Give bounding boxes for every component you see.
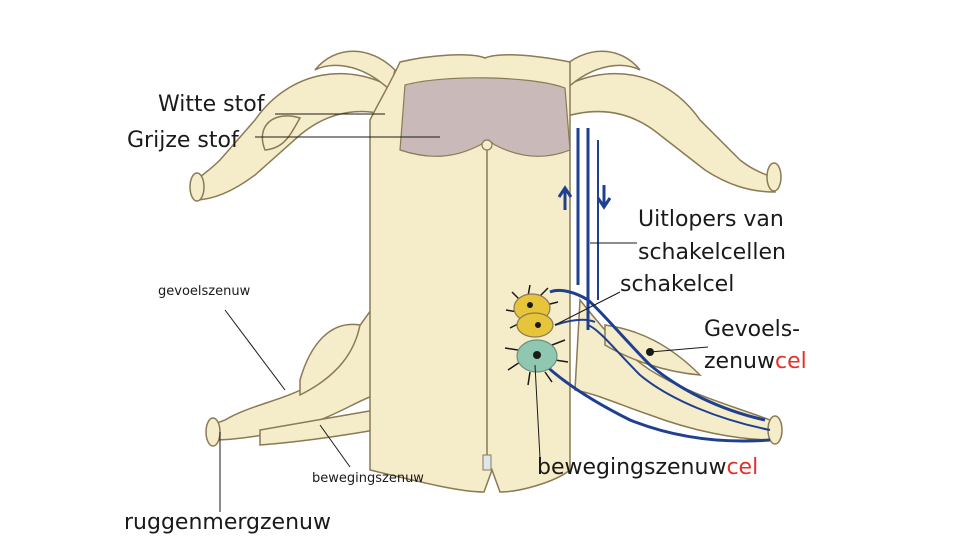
upper-left-nerve-end: [189, 172, 205, 202]
lower-left-motor-branch: [259, 409, 376, 446]
label-uitlopers-line1: Uitlopers van: [638, 207, 784, 232]
label-gevoelszenuwcel-line1: Gevoels-: [704, 317, 801, 342]
motor-neuron: [504, 339, 569, 386]
label-gevoelszenuw: gevoelszenuw: [158, 284, 251, 299]
label-bewegingszenuwcel-base: bewegingszenuw: [537, 455, 727, 480]
leader-bewegingszenuwcel: [534, 364, 541, 459]
up-arrow-icon: [557, 185, 573, 210]
label-bewegingszenuw: bewegingszenuw: [312, 471, 424, 486]
label-gevoelszenuwcel-base: zenuw: [704, 349, 775, 374]
upper-right-nerve-branch: [559, 50, 641, 92]
leader-gevoelszenuwcel: [649, 346, 709, 353]
spinal-cord-column: [369, 54, 571, 493]
label-schakelcel: schakelcel: [620, 272, 735, 297]
label-gevoelszenuwcel-line2: zenuwcel: [704, 349, 807, 374]
leader-gevoelszenuw: [224, 309, 286, 391]
leader-bewegingszenuw: [319, 424, 351, 468]
motor-fiber: [538, 358, 771, 443]
label-gevoelszenuwcel-red: cel: [774, 349, 807, 374]
sensory-fiber: [549, 288, 766, 422]
upper-right-nerve-end: [766, 162, 782, 192]
label-uitlopers-line2: schakelcellen: [638, 240, 786, 265]
upper-left-ganglion: [261, 115, 302, 151]
label-ruggenmergzenuw: ruggenmergzenuw: [124, 510, 331, 535]
lower-right-nerve-end: [767, 415, 783, 445]
leader-schakelcel: [554, 291, 621, 326]
lower-left-ganglion: [299, 323, 361, 397]
interneuron-connector: [554, 318, 596, 326]
central-canal: [481, 139, 493, 151]
lower-left-nerve-end: [205, 417, 221, 447]
label-grijze-stof: Grijze stof: [127, 128, 239, 153]
sensory-fiber-2: [587, 324, 771, 431]
label-bewegingszenuwcel: bewegingszenuwcel: [537, 455, 758, 480]
interneuron: [505, 284, 559, 338]
label-witte-stof: Witte stof: [158, 92, 265, 117]
upper-left-nerve-branch: [314, 50, 396, 92]
grey-matter: [399, 77, 571, 157]
down-arrow-icon: [596, 185, 612, 210]
label-bewegingszenuwcel-red: cel: [726, 455, 759, 480]
central-canal-bottom: [482, 454, 492, 471]
